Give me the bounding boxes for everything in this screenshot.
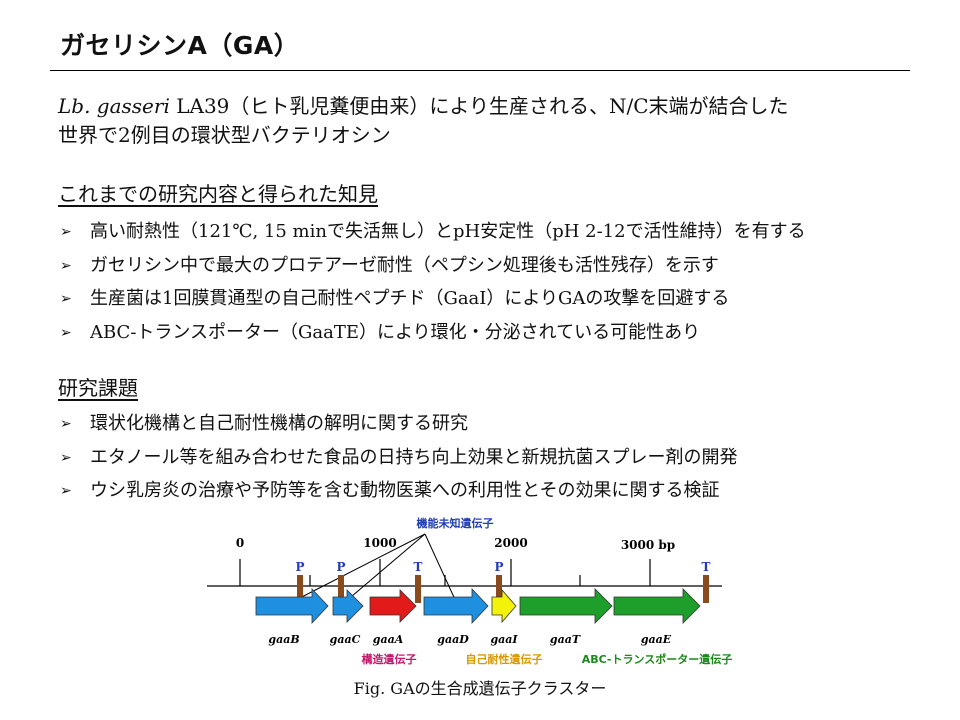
promoter-marker	[338, 575, 344, 603]
gene-arrow-gaaT	[519, 588, 613, 624]
arrow-bullet-icon: ➢	[60, 449, 72, 466]
promoter-label: P	[295, 560, 304, 574]
regulatory-markers: P P T P T	[295, 560, 711, 603]
gene-name: gaaC	[330, 633, 361, 646]
gene-arrow-gaaE	[613, 588, 701, 624]
figure-caption: Fig. GAの生合成遺伝子クラスター	[353, 679, 607, 698]
species-name: Lb. gasseri	[58, 94, 170, 118]
topics-list: ➢環状化機構と自己耐性機構の解明に関する研究 ➢エタノール等を組み合わせた食品の…	[58, 411, 737, 512]
list-item: ➢ウシ乳房炎の治療や予防等を含む動物医薬への利用性とその効果に関する検証	[58, 478, 737, 512]
terminator-marker	[703, 575, 709, 603]
arrow-bullet-icon: ➢	[60, 291, 72, 307]
gene-name: gaaI	[490, 633, 518, 646]
gene-arrow-gaaD	[423, 587, 489, 625]
list-item: ➢ABC-トランスポーター（GaaTE）により環化・分泌されている可能性あり	[58, 320, 806, 354]
scale-ticks	[239, 559, 651, 586]
gene-name: gaaB	[268, 633, 299, 646]
gene-arrows	[255, 587, 701, 625]
list-item: ➢エタノール等を組み合わせた食品の日持ち向上効果と新規抗菌スプレー剤の開発	[58, 445, 737, 479]
scale-label-2000: 2000	[494, 536, 527, 550]
arrow-bullet-icon: ➢	[60, 416, 72, 432]
arrow-bullet-icon: ➢	[60, 257, 72, 274]
title-divider	[50, 70, 910, 71]
promoter-label: P	[336, 560, 345, 574]
slide-title: ガセリシンA（GA）	[60, 31, 300, 60]
list-item: ➢ガセリシン中で最大のプロテアーゼ耐性（ペプシン処理後も活性残存）を示す	[58, 253, 806, 287]
gene-arrow-gaaB	[255, 587, 329, 625]
gene-names: gaaB gaaC gaaA gaaD gaaI gaaT gaaE	[268, 633, 671, 646]
promoter-marker	[297, 575, 303, 603]
gene-name: gaaE	[641, 633, 672, 646]
arrow-bullet-icon: ➢	[60, 224, 72, 240]
unknown-gene-label: 機能未知遺伝子	[417, 516, 494, 530]
scale-label-3000: 3000 bp	[621, 538, 675, 552]
terminator-label: T	[414, 560, 423, 574]
terminator-marker	[415, 575, 421, 603]
legend-transporter: ABC-トランスポーター遺伝子	[582, 652, 733, 666]
intro-line1: LA39（ヒト乳児糞便由来）により生産される、N/C末端が結合した	[169, 94, 789, 118]
gene-arrow-gaaA	[369, 589, 417, 623]
gene-arrow-gaaI	[491, 588, 517, 624]
scale-label-0: 0	[236, 536, 244, 550]
legend-structural: 構造遺伝子	[362, 652, 417, 666]
gene-cluster-figure: 機能未知遺伝子 0 1000 2000 3000 bp P P T P T	[207, 516, 733, 666]
list-item: ➢環状化機構と自己耐性機構の解明に関する研究	[58, 411, 737, 445]
list-item: ➢高い耐熱性（121℃, 15 minで失活無し）とpH安定性（pH 2-12で…	[58, 219, 806, 253]
findings-list: ➢高い耐熱性（121℃, 15 minで失活無し）とpH安定性（pH 2-12で…	[58, 219, 806, 353]
scale-label-1000: 1000	[363, 536, 396, 550]
gene-name: gaaA	[373, 633, 404, 646]
topics-heading: 研究課題	[58, 376, 138, 400]
list-item: ➢生産菌は1回膜貫通型の自己耐性ペプチド（GaaI）によりGAの攻撃を回避する	[58, 286, 806, 320]
intro-text: Lb. gasseri LA39（ヒト乳児糞便由来）により生産される、N/C末端…	[58, 92, 918, 150]
intro-line2: 世界で2例目の環状型バクテリオシン	[58, 123, 391, 147]
legend-immunity: 自己耐性遺伝子	[466, 652, 543, 666]
promoter-marker	[496, 575, 502, 603]
gene-name: gaaD	[437, 633, 469, 646]
findings-heading: これまでの研究内容と得られた知見	[58, 182, 378, 206]
terminator-label: T	[702, 560, 711, 574]
gene-name: gaaT	[550, 633, 581, 646]
arrow-bullet-icon: ➢	[60, 324, 72, 341]
arrow-bullet-icon: ➢	[60, 483, 72, 499]
promoter-label: P	[494, 560, 503, 574]
gene-arrow-gaaC	[332, 589, 364, 623]
